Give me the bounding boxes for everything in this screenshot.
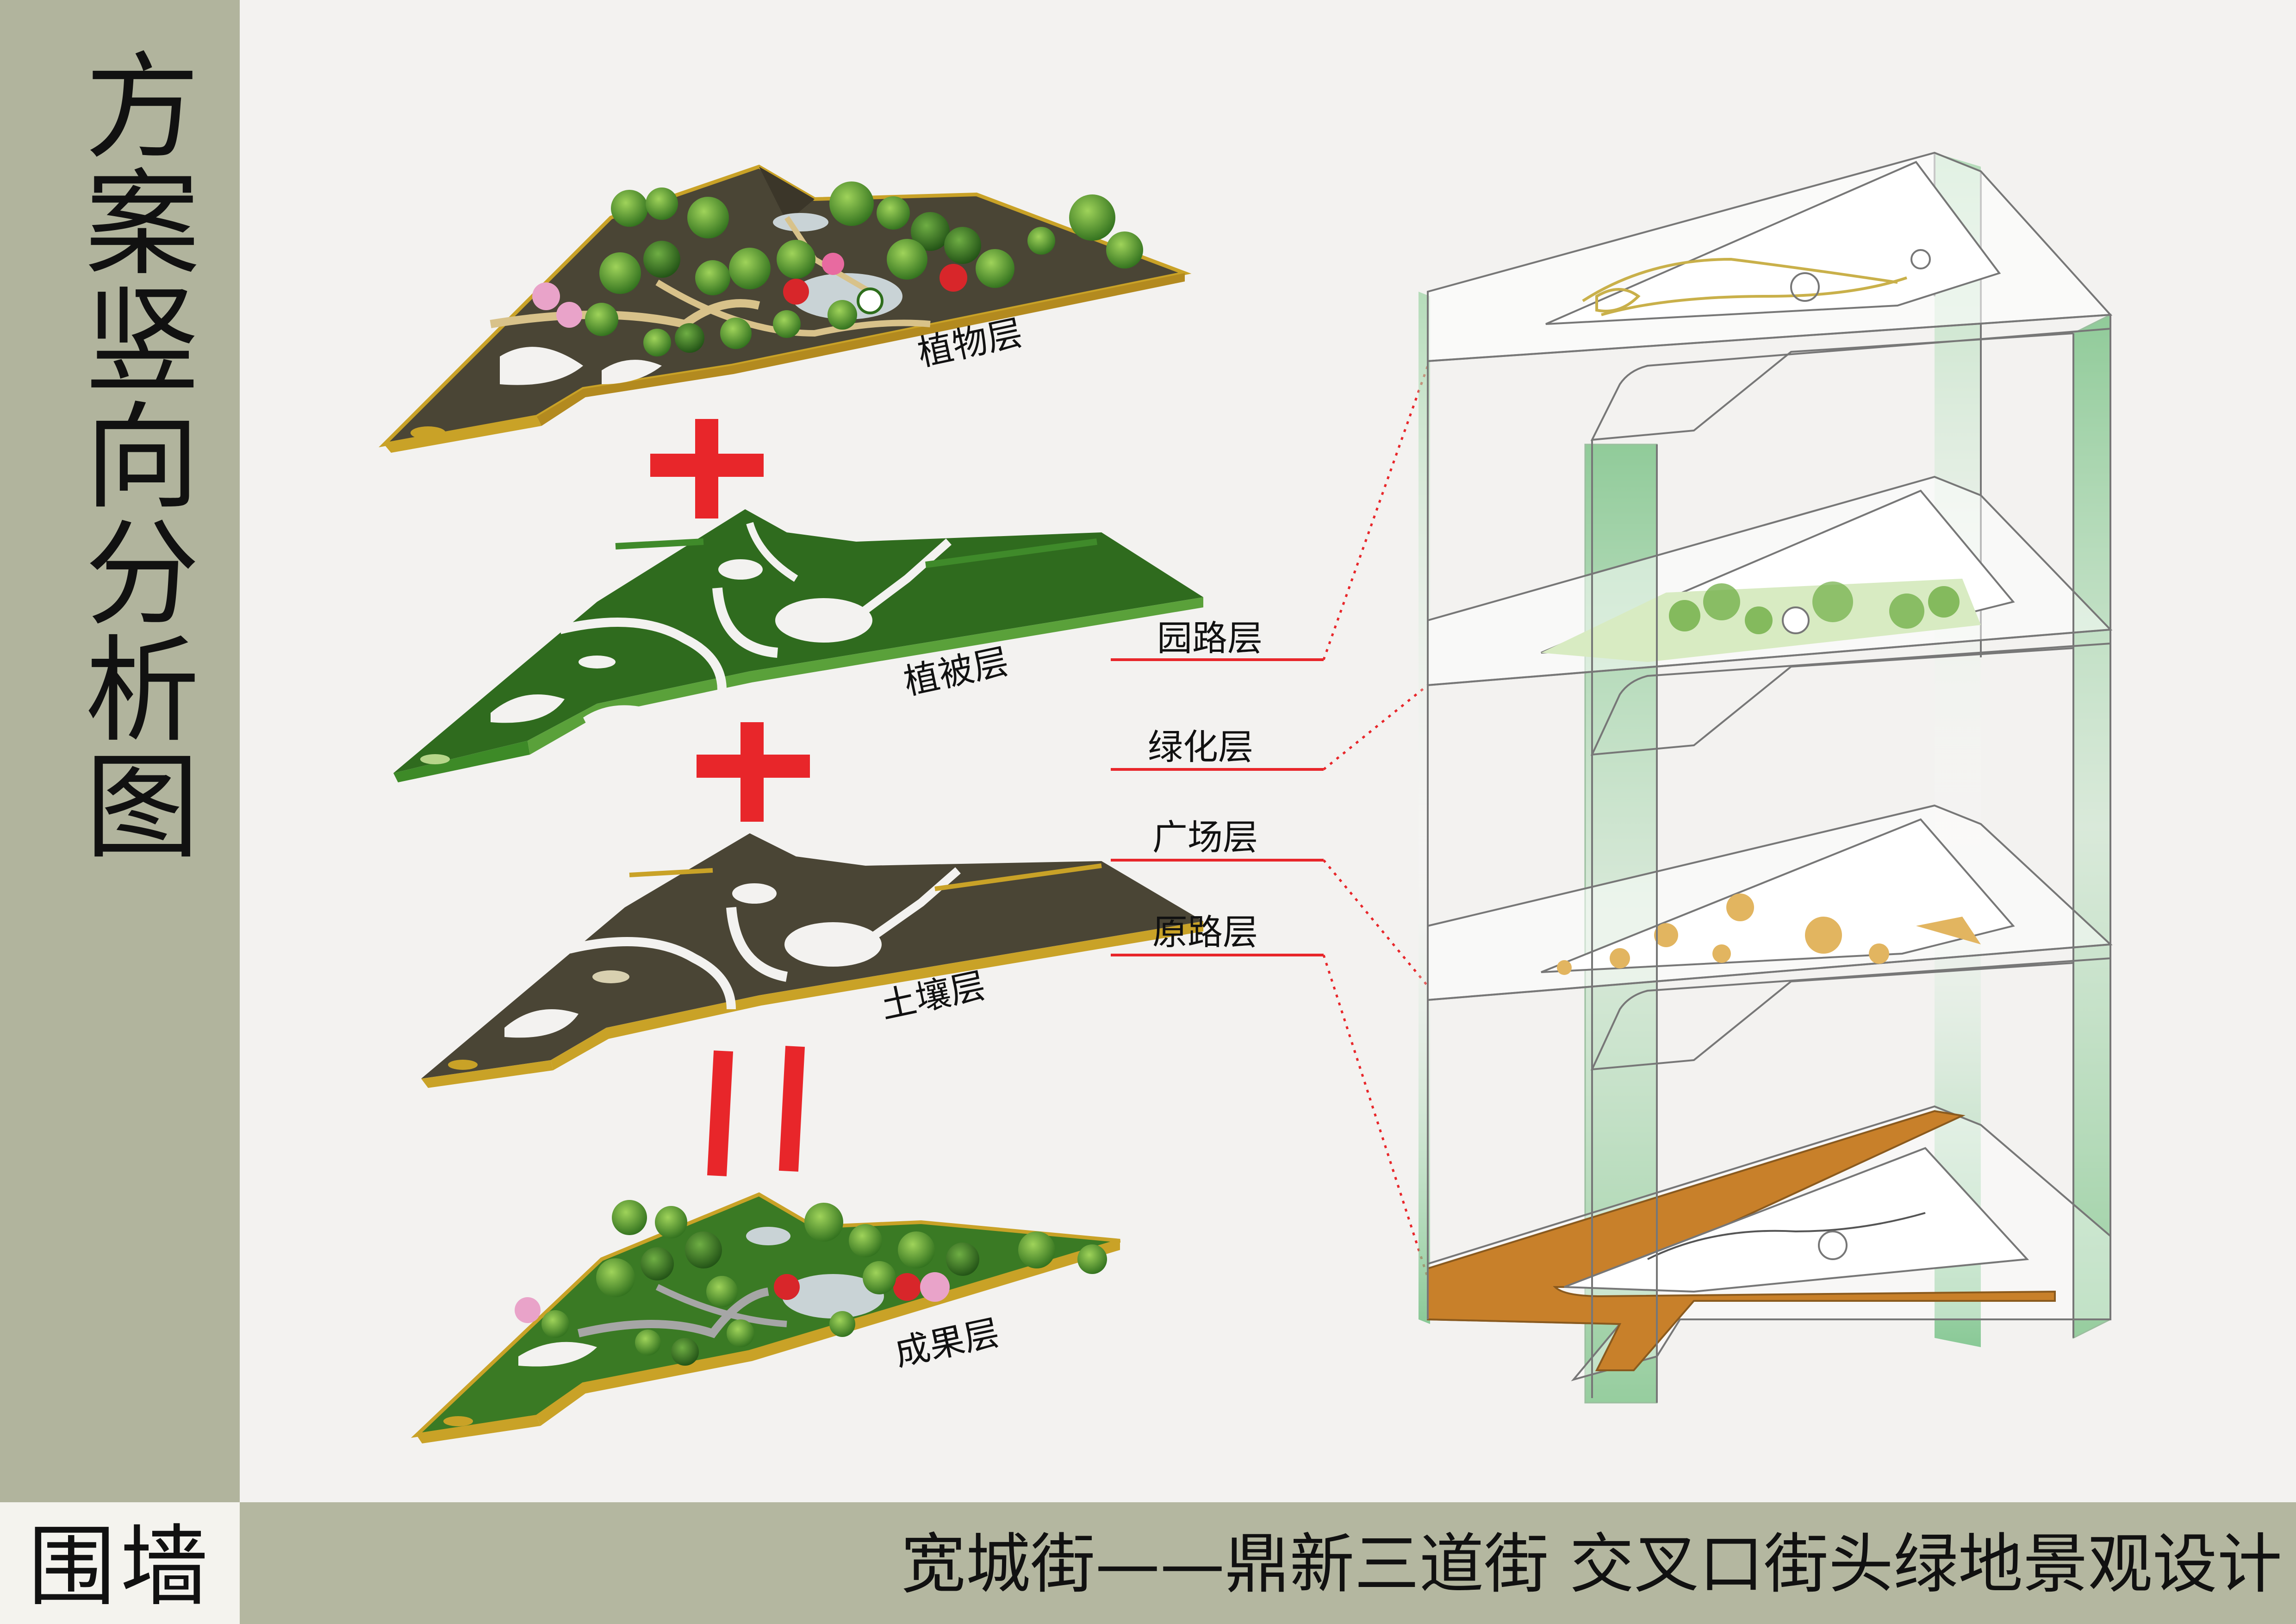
callouts [1111,365,1429,1278]
page-title: 方案竖向分析图 [65,46,199,863]
project-title: 宽城街——鼎新三道街 交叉口街头绿地景观设计 [901,1527,2282,1602]
bottom-bar [0,1502,2296,1624]
layer-label-result: 成果层 [891,1312,1003,1374]
plant-layer [379,164,1192,453]
sidebar [0,0,240,1502]
plus-sign-2 [697,722,810,822]
callout-greening: 绿化层 [1148,726,1253,768]
callout-garden-road: 园路层 [1157,618,1263,659]
isometric-box [1419,151,2113,1404]
soil-layer [421,833,1203,1088]
equals-sign [707,1046,805,1176]
callout-original-road: 原路层 [1152,912,1258,953]
result-layer [411,1192,1121,1443]
plus-sign-1 [650,419,764,518]
diagram-canvas: 植物层 植被层 [379,151,2113,1443]
callout-plaza: 广场层 [1152,817,1258,858]
logo: 围墙 [28,1516,213,1618]
vegetation-layer [393,509,1203,782]
logo-box [0,1502,240,1624]
